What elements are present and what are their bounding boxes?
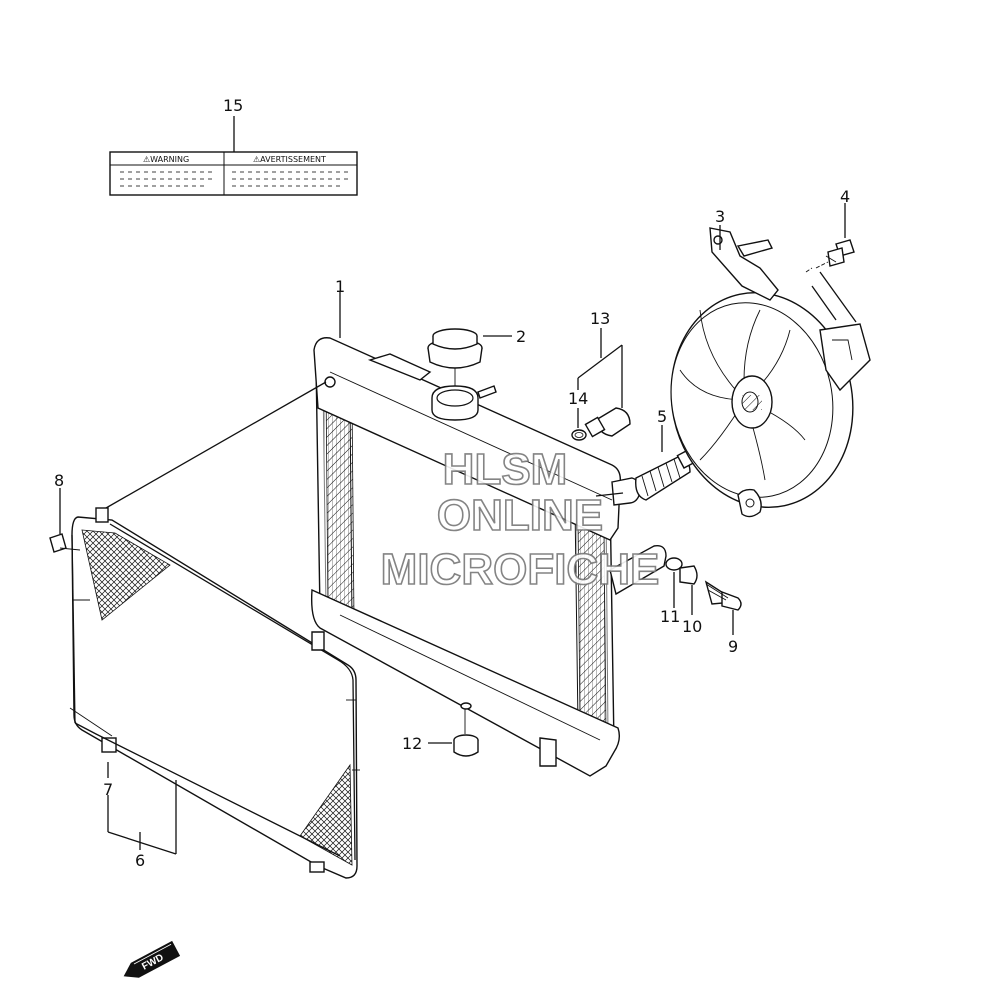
shroud-clip — [49, 533, 81, 553]
mount-bolt-set — [665, 557, 742, 611]
callout-12: 12 — [402, 734, 422, 753]
callout-6: 6 — [135, 851, 145, 870]
watermark-line-3: MICROFICHE — [381, 545, 660, 594]
radiator-shroud — [69, 507, 360, 879]
radiator-cap — [427, 328, 483, 386]
hose-fitting — [635, 449, 696, 501]
radiator — [310, 337, 667, 777]
cooling-fan — [670, 227, 871, 518]
fan-bolt — [805, 239, 855, 273]
leader-lines — [59, 203, 857, 855]
callout-5: 5 — [657, 407, 667, 426]
callout-7: 7 — [103, 780, 113, 799]
radiator-grommet — [453, 702, 479, 757]
warning-label: ⚠WARNING ⚠AVERTISSEMENT — [109, 116, 358, 196]
callout-14: 14 — [568, 389, 588, 408]
callout-numbers: 1 2 3 4 5 6 7 8 9 10 11 12 13 14 15 — [54, 96, 850, 870]
watermark-line-2: ONLINE — [437, 491, 603, 540]
callout-15: 15 — [223, 96, 243, 115]
callout-2: 2 — [516, 327, 526, 346]
thermo-switch — [571, 407, 631, 441]
callout-3: 3 — [715, 207, 725, 226]
avertissement-heading: ⚠AVERTISSEMENT — [253, 155, 326, 164]
callout-1: 1 — [335, 277, 345, 296]
callout-8: 8 — [54, 471, 64, 490]
callout-11: 11 — [660, 607, 680, 626]
callout-10: 10 — [682, 617, 702, 636]
callout-9: 9 — [728, 637, 738, 656]
callout-4: 4 — [840, 187, 850, 206]
forward-direction-badge: FWD — [123, 940, 181, 978]
warning-heading: ⚠WARNING — [143, 155, 189, 164]
watermark-line-1: HLSM — [443, 445, 568, 494]
watermark: HLSM ONLINE MICROFICHE — [380, 444, 660, 595]
shroud-frame — [71, 523, 356, 861]
callout-13: 13 — [590, 309, 610, 328]
